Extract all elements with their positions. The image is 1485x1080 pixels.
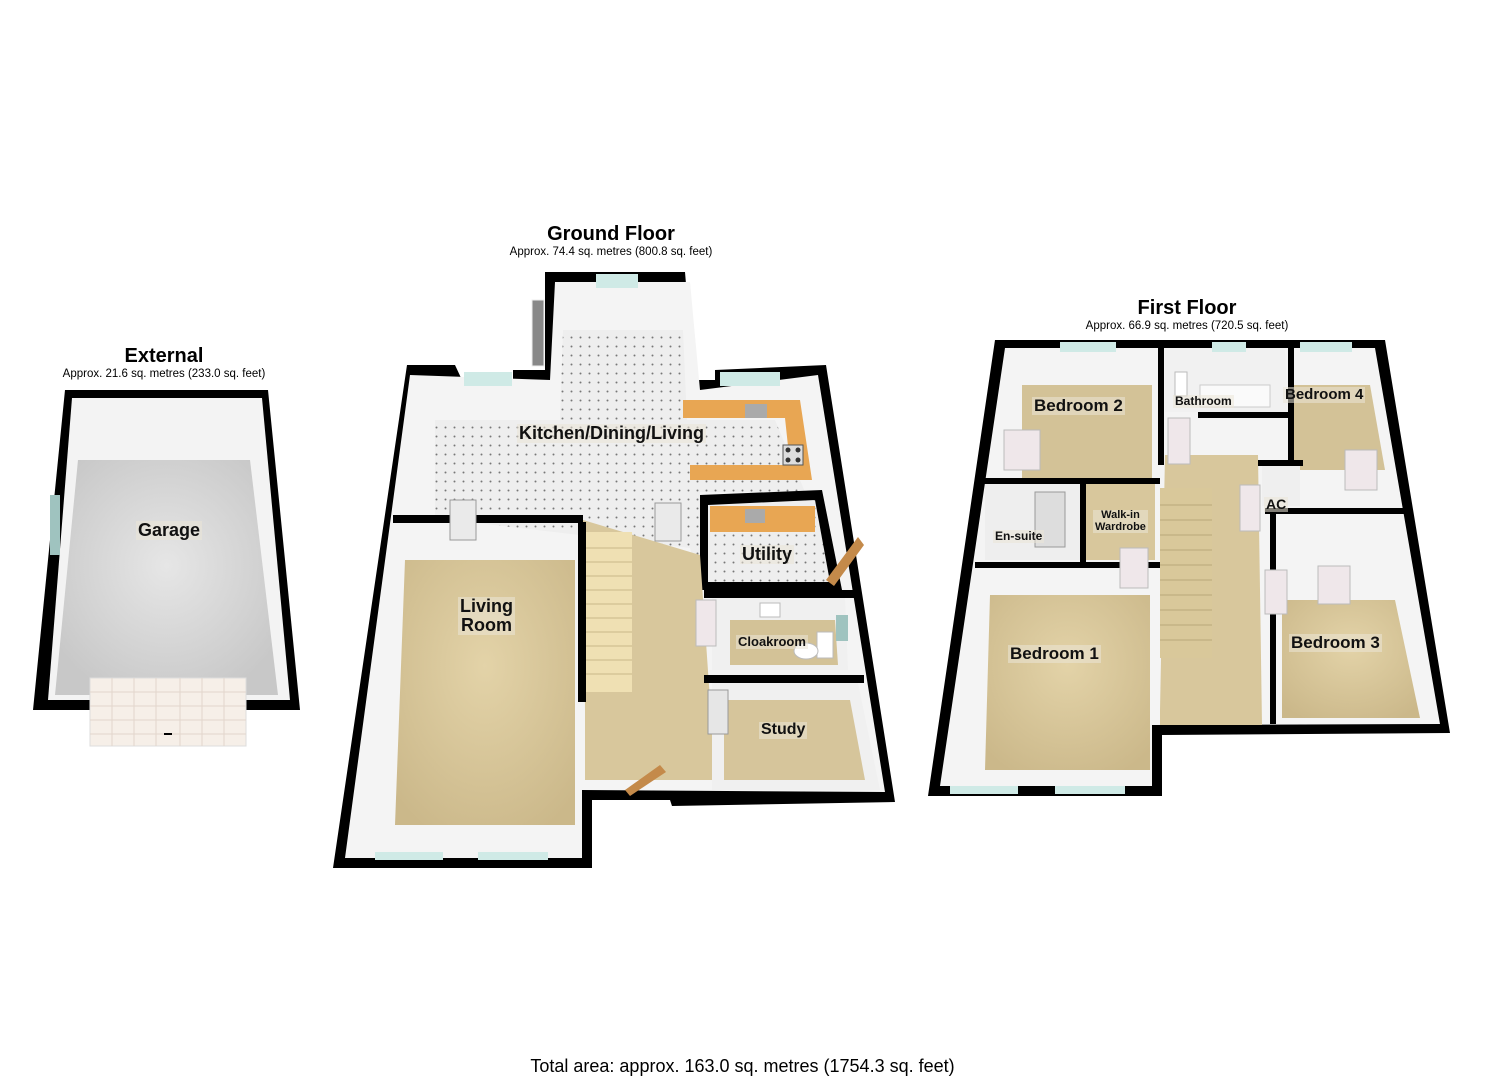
hob-icon xyxy=(782,444,804,466)
room-label-ensuite: En-suite xyxy=(993,529,1045,543)
external-name: External xyxy=(124,345,204,367)
ground-floor-title: Ground Floor Approx. 74.4 sq. metres (80… xyxy=(480,223,742,259)
first-floor-title: First Floor Approx. 66.9 sq. metres (720… xyxy=(1058,297,1316,333)
living-room-line1: Living xyxy=(460,596,513,616)
door-icon xyxy=(449,499,477,541)
bath-toilet-icon xyxy=(1174,371,1188,397)
room-label-bedroom-3: Bedroom 3 xyxy=(1289,633,1382,652)
room-label-garage: Garage xyxy=(136,520,203,540)
total-area: Total area: approx. 163.0 sq. metres (17… xyxy=(530,1056,955,1076)
room-label-bedroom-4: Bedroom 4 xyxy=(1283,386,1366,403)
room-label-bathroom: Bathroom xyxy=(1173,394,1234,408)
garage-plan xyxy=(33,390,300,747)
door-icon xyxy=(1003,429,1041,471)
basin-icon xyxy=(759,602,781,618)
back-door-icon xyxy=(826,537,864,586)
room-label-study: Study xyxy=(759,721,808,739)
door-icon xyxy=(654,502,682,542)
garage-door-icon xyxy=(89,677,247,747)
door-icon xyxy=(695,599,717,647)
ground-floor-plan xyxy=(333,272,895,868)
room-label-bedroom-2: Bedroom 2 xyxy=(1032,396,1125,415)
room-label-bedroom-1: Bedroom 1 xyxy=(1008,644,1101,663)
external-area: Approx. 21.6 sq. metres (233.0 sq. feet) xyxy=(62,368,266,380)
front-door-icon xyxy=(625,765,666,796)
room-label-kitchen: Kitchen/Dining/Living xyxy=(517,423,706,443)
first-floor-area: Approx. 66.9 sq. metres (720.5 sq. feet) xyxy=(1085,320,1289,332)
room-label-living-room: Living Room xyxy=(458,597,515,635)
door-icon xyxy=(707,689,729,735)
first-floor-plan xyxy=(928,340,1450,796)
door-icon xyxy=(1264,569,1288,615)
room-label-cloakroom: Cloakroom xyxy=(736,634,808,649)
ground-floor-name: Ground Floor xyxy=(547,223,675,245)
door-icon xyxy=(1344,449,1378,491)
room-label-walk-in-wardrobe: Walk-in Wardrobe xyxy=(1093,509,1148,534)
utility-sink-icon xyxy=(745,509,765,523)
ground-floor-area: Approx. 74.4 sq. metres (800.8 sq. feet) xyxy=(509,246,713,258)
room-label-utility: Utility xyxy=(740,544,795,564)
staircase-ground xyxy=(578,522,632,702)
first-floor-name: First Floor xyxy=(1137,297,1237,319)
door-icon xyxy=(1317,565,1351,605)
sink-icon xyxy=(745,404,767,418)
door-icon xyxy=(1167,417,1191,465)
wardrobe-line2: Wardrobe xyxy=(1095,520,1146,533)
external-title: External Approx. 21.6 sq. metres (233.0 … xyxy=(40,345,288,381)
living-room-line2: Room xyxy=(461,614,512,635)
door-icon xyxy=(1119,547,1149,589)
wardrobe-line1: Walk-in xyxy=(1101,509,1140,521)
door-icon xyxy=(1239,484,1261,532)
staircase-first xyxy=(1160,488,1212,658)
room-label-ac: AC xyxy=(1264,496,1289,512)
